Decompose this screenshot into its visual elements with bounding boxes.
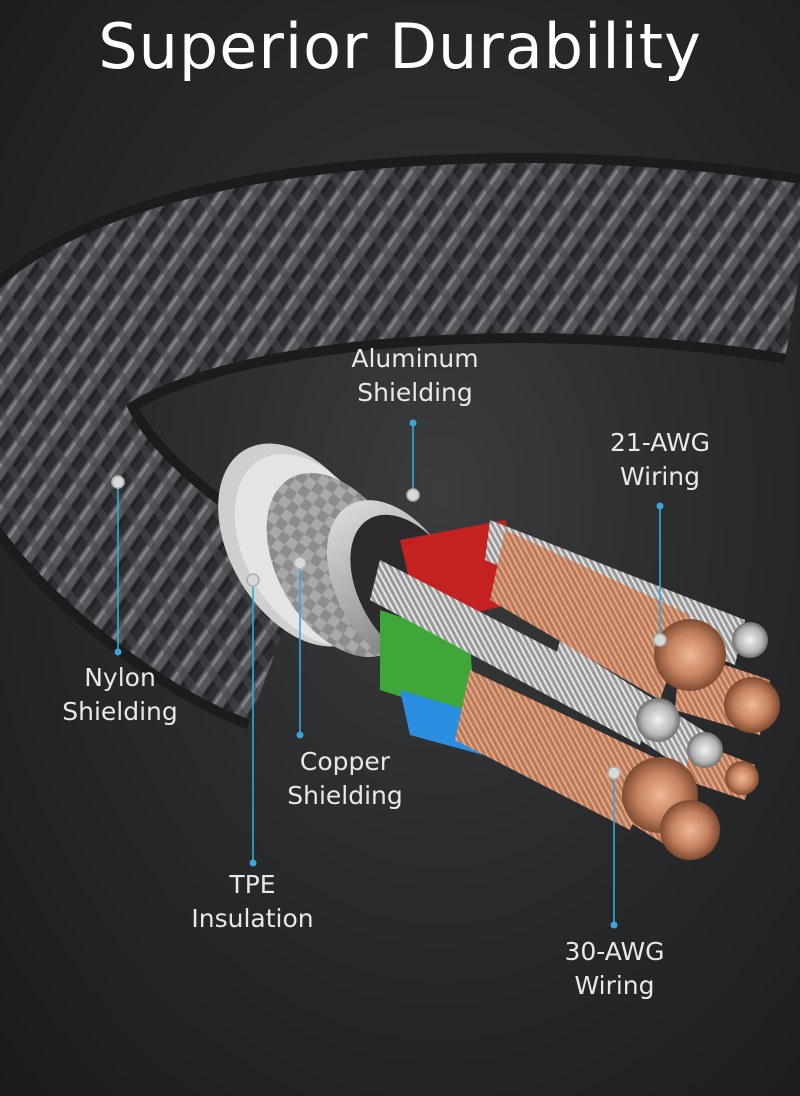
callout-21awg-line2: Wiring [619, 462, 701, 491]
callout-tpe-insulation: TPE Insulation [180, 868, 325, 936]
callout-copper-line1: Copper [299, 747, 391, 776]
callout-tpe-line1: TPE [229, 870, 276, 899]
callout-copper-line2: Shielding [287, 781, 403, 810]
callout-copper-shielding: Copper Shielding [275, 745, 415, 813]
callout-nylon-shielding: Nylon Shielding [55, 661, 185, 729]
callout-30awg-line2: Wiring [574, 971, 655, 1000]
callout-aluminum-line1: Aluminum [351, 344, 479, 373]
callout-tpe-line2: Insulation [191, 904, 314, 933]
callout-30awg-line1: 30-AWG [564, 937, 665, 966]
callout-30awg-wiring: 30-AWG Wiring [542, 935, 687, 1003]
callout-nylon-line1: Nylon [84, 663, 156, 692]
callout-21awg-line1: 21-AWG [609, 428, 711, 457]
callout-aluminum-shielding: Aluminum Shielding [345, 342, 485, 410]
callout-aluminum-line2: Shielding [357, 378, 473, 407]
callout-nylon-line2: Shielding [62, 697, 178, 726]
headline: Superior Durability [98, 10, 702, 83]
callout-21awg-wiring: 21-AWG Wiring [590, 426, 730, 494]
